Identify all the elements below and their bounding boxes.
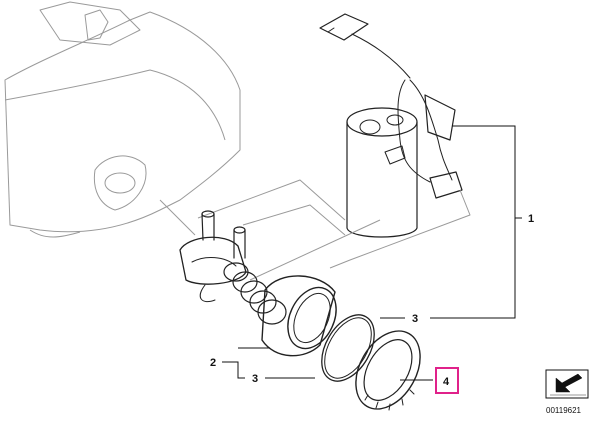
flange-bellows <box>179 210 337 357</box>
tank-housing-ghost <box>4 1 241 238</box>
document-number: 00119621 <box>546 406 582 415</box>
callout-part-2: 2 <box>210 357 216 369</box>
locking-ring <box>355 330 421 411</box>
o-ring-seal <box>321 314 375 382</box>
callout-part-4: 4 <box>443 376 450 388</box>
callout-part-4-highlight <box>435 367 459 394</box>
callout-part-3-upper: 3 <box>412 313 418 325</box>
navigation-arrow-icon <box>545 369 589 399</box>
assembly-guide-lines <box>197 179 471 281</box>
callout-part-1: 1 <box>528 213 534 225</box>
callout-part-3-lower: 3 <box>252 373 258 385</box>
fuel-pump-module <box>319 13 463 238</box>
leader-lines <box>222 125 522 381</box>
